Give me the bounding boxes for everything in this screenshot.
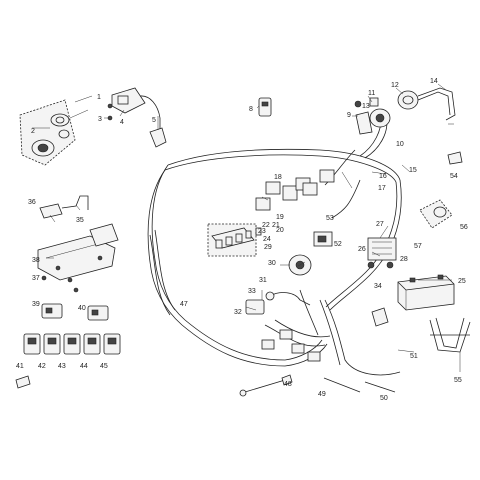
callout-57: 57	[414, 243, 422, 250]
callout-3: 3	[98, 116, 102, 123]
main-wiring-harness	[147, 109, 402, 376]
callout-4: 4	[120, 119, 124, 126]
ignition-switch-assembly	[19, 99, 76, 166]
callout-34: 34	[374, 283, 382, 290]
callout-22: 22	[262, 222, 270, 229]
callout-47: 47	[180, 301, 188, 308]
callout-11: 11	[368, 90, 375, 97]
battery	[397, 274, 455, 311]
callout-55: 55	[454, 377, 462, 384]
callout-27: 27	[376, 221, 384, 228]
sensor-36-35	[39, 195, 89, 219]
callout-50: 50	[380, 395, 388, 402]
callout-1: 1	[97, 94, 101, 101]
connectors-18-19	[255, 169, 335, 211]
callout-12: 12	[391, 82, 399, 89]
callout-labels: 1 2 3 4 5 8 9 10 11 12 13 14 15 16 17 18…	[16, 78, 468, 402]
callout-42: 42	[38, 363, 46, 370]
callout-38: 38	[32, 257, 40, 264]
bolts-3	[107, 103, 113, 121]
relay-8	[258, 97, 272, 117]
callout-29: 29	[264, 244, 272, 251]
callout-21: 21	[272, 222, 280, 229]
switch-blocks	[15, 303, 121, 389]
callout-44: 44	[80, 363, 88, 370]
callout-24: 24	[263, 236, 271, 243]
callout-48: 48	[284, 381, 292, 388]
callout-51: 51	[410, 353, 418, 360]
callout-30: 30	[268, 260, 276, 267]
callout-54: 54	[450, 173, 458, 180]
regulator-52	[313, 231, 333, 247]
battery-strap	[429, 317, 471, 353]
callout-40: 40	[78, 305, 86, 312]
connector-51	[371, 307, 389, 327]
callout-39: 39	[32, 301, 40, 308]
callout-35: 35	[76, 217, 84, 224]
callout-53: 53	[326, 215, 334, 222]
callout-25: 25	[458, 278, 466, 285]
callout-28: 28	[400, 256, 408, 263]
callout-45: 45	[100, 363, 108, 370]
cable-tie-49-50	[323, 377, 396, 393]
sensor-31-33	[245, 291, 311, 315]
callout-18: 18	[274, 174, 282, 181]
leader-lines	[32, 83, 461, 372]
rectifier-26-28	[367, 237, 397, 269]
callout-49: 49	[318, 391, 326, 398]
callout-20: 20	[276, 227, 284, 234]
callout-36: 36	[28, 199, 36, 206]
ignition-coil	[111, 87, 167, 148]
starter-relay-56	[419, 199, 453, 229]
callout-5: 5	[152, 117, 156, 124]
fuse-box	[207, 223, 262, 257]
connector-cluster-center	[261, 329, 321, 362]
callout-56: 56	[460, 224, 468, 231]
callout-13: 13	[362, 103, 370, 110]
key-switch-assembly	[354, 87, 456, 135]
callout-2: 2	[31, 128, 35, 135]
callout-9: 9	[347, 112, 351, 119]
callout-23: 23	[258, 228, 266, 235]
callout-31: 31	[259, 277, 267, 284]
cdi-unit	[37, 223, 119, 281]
connector-54	[447, 151, 463, 165]
callout-37: 37	[32, 275, 40, 282]
temp-sensor-48	[239, 374, 293, 397]
callout-41: 41	[16, 363, 24, 370]
callout-26: 26	[358, 246, 366, 253]
callout-15: 15	[409, 167, 417, 174]
callout-33: 33	[248, 288, 256, 295]
callout-32: 32	[234, 309, 242, 316]
callout-8: 8	[249, 106, 253, 113]
callout-43: 43	[58, 363, 66, 370]
callout-17: 17	[378, 185, 386, 192]
callout-14: 14	[430, 78, 438, 85]
callout-10: 10	[396, 141, 404, 148]
callout-52: 52	[334, 241, 342, 248]
bolts-37	[41, 275, 79, 293]
callout-16: 16	[379, 173, 387, 180]
callout-19: 19	[276, 214, 284, 221]
